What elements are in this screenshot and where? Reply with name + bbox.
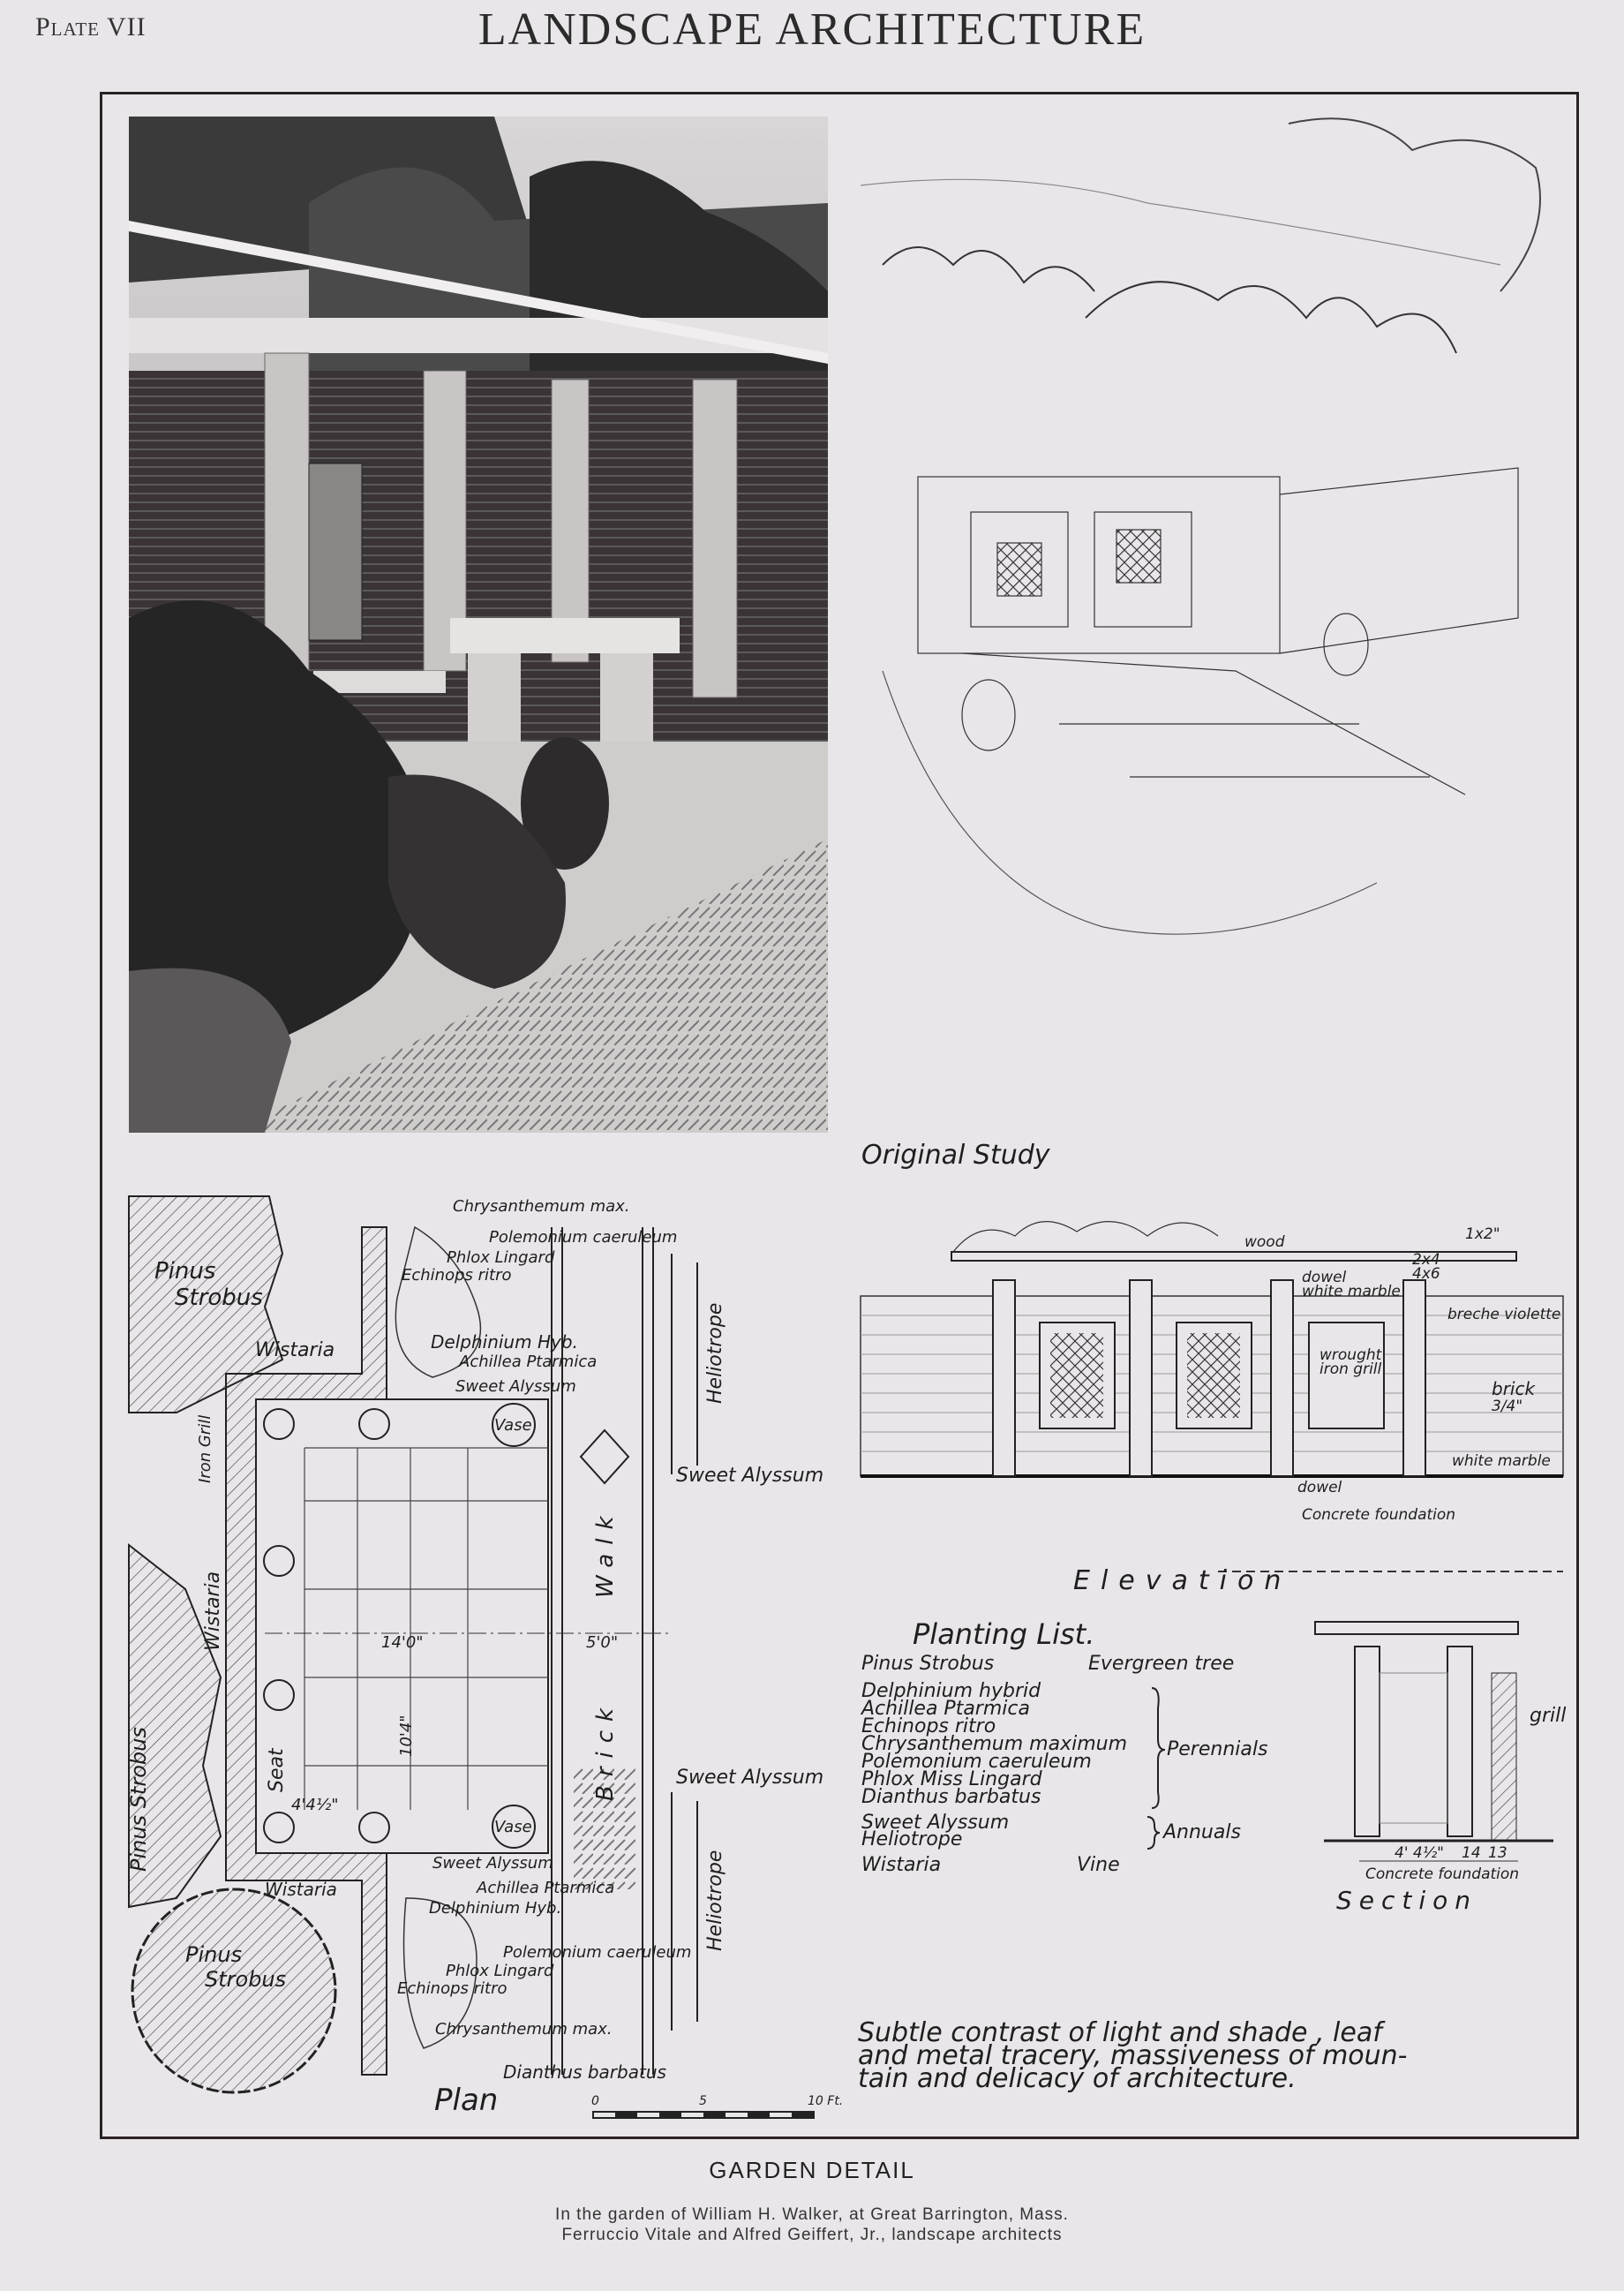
annuals-label: Annuals [1162, 1821, 1241, 1843]
plan-label: Phlox Lingard [446, 1962, 554, 1980]
plan-dimension: 10'4" [397, 1714, 416, 1757]
plan-label: Echinops ritro [402, 1266, 512, 1285]
plan-label: Seat [266, 1747, 288, 1792]
planting-tree-type: Evergreen tree [1088, 1653, 1234, 1675]
section-dim-a: 4' 4½" [1395, 1844, 1444, 1862]
plan-label: Iron Grill [196, 1415, 214, 1483]
section-title: Section [1336, 1886, 1477, 1915]
plan-label: Sweet Alyssum [455, 1377, 576, 1396]
plan-label: Wistaria [265, 1879, 337, 1900]
plan-label: Vase [494, 1818, 532, 1836]
planting-perennial: Dianthus barbatus [861, 1786, 1041, 1808]
section-dim-b: 14 [1462, 1844, 1481, 1862]
elevation-label-breche-violette: breche violette [1447, 1306, 1560, 1323]
elevation-label-white-marble-top: white marble [1302, 1283, 1401, 1300]
plan-dimension: 14'0" [381, 1633, 424, 1652]
elevation-label-4x6: 4x6 [1412, 1265, 1440, 1283]
elevation-label-1x2: 1x2" [1465, 1225, 1500, 1243]
plan-label: Strobus [175, 1285, 263, 1311]
plan-label: Chrysanthemum max. [453, 1197, 630, 1216]
plan-label: Brick [592, 1699, 619, 1801]
plan-label: Achillea Ptarmica [476, 1879, 614, 1897]
plan-label: Polemonium caeruleum [503, 1943, 691, 1962]
caption-line: Ferruccio Vitale and Alfred Geiffert, Jr… [561, 2226, 1063, 2244]
planting-vine-type: Vine [1077, 1854, 1120, 1876]
section-label-foundation: Concrete foundation [1365, 1865, 1519, 1883]
planting-list: Planting List. Pinus Strobus Evergreen t… [860, 1617, 1267, 1876]
plan-label: Walk [592, 1508, 619, 1599]
section-label-grill: grill [1530, 1705, 1566, 1727]
planting-perennial: Achillea Ptarmica [860, 1698, 1030, 1720]
planting-annual: Sweet Alyssum [861, 1812, 1009, 1834]
plan-drawing [128, 1195, 698, 2094]
elevation-label-dowel-top: dowel [1302, 1269, 1347, 1286]
plate-number: Plate VII [35, 12, 147, 41]
planting-list-title: Planting List. [913, 1617, 1094, 1651]
planting-perennial: Polemonium caeruleum [861, 1751, 1092, 1773]
elevation-title: Elevation [1073, 1565, 1291, 1596]
plan-label: Strobus [205, 1967, 286, 1992]
plan-label: Wistaria [255, 1339, 335, 1361]
original-study-label: Original Study [861, 1140, 1051, 1171]
plan-title: Plan [434, 2083, 498, 2118]
plan-label: Sweet Alyssum [676, 1465, 823, 1487]
plan-label: Achillea Ptarmica [458, 1353, 597, 1371]
planting-tree-name: Pinus Strobus [861, 1653, 994, 1675]
note-line: and metal tracery, massiveness of moun- [858, 2040, 1408, 2071]
elevation-label-iron-grill: iron grill [1320, 1360, 1382, 1378]
perennials-label: Perennials [1167, 1738, 1267, 1760]
plan-label: Pinus [185, 1942, 242, 1967]
section-dim-c: 13 [1488, 1844, 1507, 1862]
elevation-label-wood: wood [1244, 1233, 1285, 1251]
elevation-label-2x4: 2x4 [1412, 1251, 1440, 1269]
plan-label: Wistaria [202, 1571, 224, 1651]
plan-label: Sweet Alyssum [432, 1854, 553, 1873]
plate-frame [100, 92, 1579, 2139]
scale-label: 5 [699, 2094, 707, 2108]
plan-dimension: 4'4½" [291, 1796, 339, 1814]
scale-label: 10 Ft. [808, 2094, 843, 2108]
plan-label: Heliotrope [704, 1303, 726, 1404]
planting-annual: Heliotrope [861, 1828, 962, 1850]
note-line: Subtle contrast of light and shade , lea… [858, 2017, 1386, 2048]
plan-label: Vase [494, 1416, 532, 1435]
plan-label: Heliotrope [704, 1850, 726, 1951]
planting-perennial: Echinops ritro [861, 1715, 996, 1737]
plan-label: Pinus Strobus [126, 1727, 151, 1872]
elevation-label-brick: brick [1492, 1378, 1536, 1399]
plan-label: Pinus [154, 1258, 215, 1285]
annuals-brace [1147, 1816, 1161, 1850]
original-study-sketch [860, 117, 1541, 935]
elevation-label-white-marble-bottom: white marble [1452, 1452, 1551, 1470]
plan-label: Sweet Alyssum [676, 1767, 823, 1789]
note-line: tain and delicacy of architecture. [858, 2063, 1297, 2094]
planting-vine-name: Wistaria [861, 1854, 941, 1876]
plan-label: Dianthus barbatus [503, 2061, 666, 2083]
caption-line: In the garden of William H. Walker, at G… [555, 2205, 1069, 2224]
section-drawing [1314, 1621, 1553, 1862]
design-note: Subtle contrast of light and shade , lea… [858, 2017, 1408, 2094]
plan-label: Phlox Lingard [447, 1248, 555, 1267]
perennials-brace [1151, 1687, 1166, 1809]
scale-bar [592, 2111, 815, 2119]
page-title: LANDSCAPE ARCHITECTURE [477, 4, 1147, 55]
elevation-label-foundation: Concrete foundation [1302, 1506, 1455, 1524]
plan-label: Chrysanthemum max. [435, 2020, 613, 2039]
elevation-drawing [860, 1221, 1564, 1572]
plan-dimension: 5'0" [586, 1633, 618, 1652]
plan-label: Delphinium Hyb. [429, 1899, 561, 1918]
scale-label: 0 [591, 2094, 599, 2108]
elevation-label-wrought: wrought [1320, 1346, 1383, 1364]
garden-photograph [129, 117, 828, 1133]
plan-label: Polemonium caeruleum [489, 1228, 677, 1247]
elevation-label-dowel-bottom: dowel [1297, 1479, 1342, 1496]
elevation-label-brick-dim: 3/4" [1492, 1398, 1522, 1415]
caption-title: GARDEN DETAIL [709, 2157, 915, 2183]
plan-label: Echinops ritro [397, 1979, 508, 1998]
plan-label: Delphinium Hyb. [431, 1331, 578, 1353]
planting-perennial: Delphinium hybrid [861, 1680, 1041, 1702]
planting-perennial: Phlox Miss Lingard [861, 1768, 1043, 1790]
planting-perennial: Chrysanthemum maximum [861, 1733, 1127, 1755]
